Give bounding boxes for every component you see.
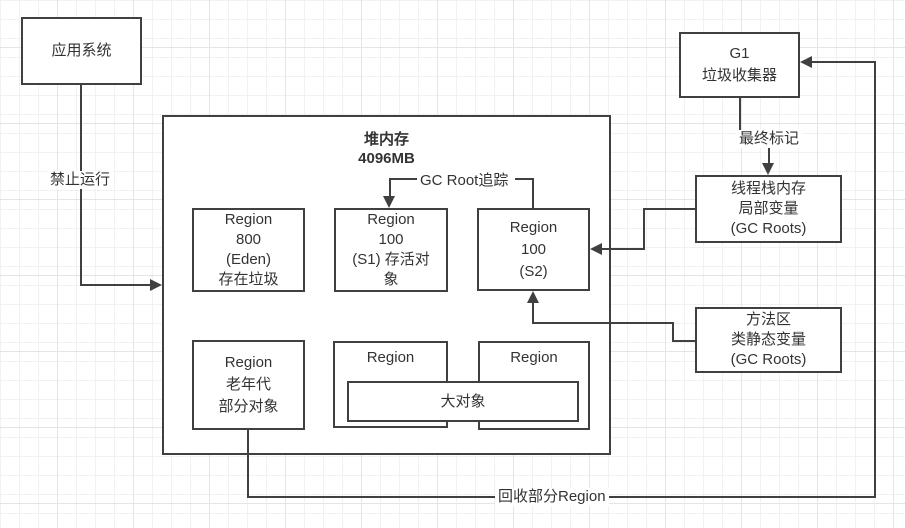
edge-gcroot-right-h xyxy=(515,178,534,180)
node-oldgen-line: 老年代 xyxy=(225,376,271,393)
edge-label-gc-root-trace: GC Root追踪 xyxy=(417,172,512,190)
node-s1-line: (S1) 存活对 xyxy=(352,251,430,268)
node-method-area-line: (GC Roots) xyxy=(730,351,807,368)
node-s2-line: (S2) xyxy=(519,262,548,280)
node-eden-line: 存在垃圾 xyxy=(218,271,279,288)
edge-recycle-v2 xyxy=(874,61,876,498)
node-thread-stack: 线程栈内存 局部变量 (GC Roots) xyxy=(695,175,842,243)
node-s1-line: Region xyxy=(367,211,415,228)
heap-title-capacity: 4096MB xyxy=(358,150,415,167)
edge-recycle-arrowhead xyxy=(800,56,812,68)
node-eden-line: Region xyxy=(224,211,273,228)
edge-label-recycle-region: 回收部分Region xyxy=(495,488,609,506)
edge-app-to-heap-h xyxy=(80,284,150,286)
node-region-s2: Region 100 (S2) xyxy=(477,208,590,291)
edge-gcroot-right-v xyxy=(532,178,534,210)
edge-methodarea-arrowhead xyxy=(527,291,539,303)
node-method-area-line: 方法区 xyxy=(745,311,791,328)
node-region-eden: Region 800 (Eden) 存在垃圾 xyxy=(192,208,305,292)
node-s2-line: 100 xyxy=(520,240,547,258)
node-g1-collector: G1 垃圾收集器 xyxy=(679,32,800,98)
heap-title-name: 堆内存 xyxy=(363,131,409,148)
node-method-area: 方法区 类静态变量 (GC Roots) xyxy=(695,307,842,373)
heap-title: 堆内存 4096MB xyxy=(162,130,611,168)
node-s1-line: 象 xyxy=(383,271,399,288)
node-thread-stack-line: 线程栈内存 xyxy=(730,180,806,197)
node-method-area-line: 类静态变量 xyxy=(730,331,806,348)
node-thread-stack-line: 局部变量 xyxy=(738,200,799,217)
node-region-s1: Region 100 (S1) 存活对 象 xyxy=(334,208,448,292)
edge-methodarea-v2 xyxy=(532,302,534,324)
node-app-system: 应用系统 xyxy=(21,17,142,85)
edge-threadstack-v xyxy=(643,208,645,250)
edge-finalmark-v1 xyxy=(739,97,741,140)
node-big-object: 大对象 xyxy=(347,381,579,422)
edge-methodarea-v1 xyxy=(672,324,674,342)
node-s2-line: Region xyxy=(509,218,558,236)
node-s1-line: 100 xyxy=(378,231,404,248)
edge-finalmark-v2 xyxy=(768,146,770,165)
edge-gcroot-left-h xyxy=(389,178,419,180)
node-g1-line: G1 xyxy=(729,45,750,62)
node-region-old-gen: Region 老年代 部分对象 xyxy=(192,340,305,430)
node-eden-line: (Eden) xyxy=(225,251,272,268)
node-region-bottom-right-label: Region xyxy=(510,349,558,366)
edge-threadstack-h2 xyxy=(601,248,645,250)
edge-app-to-heap-arrowhead xyxy=(150,279,162,291)
node-oldgen-line: 部分对象 xyxy=(218,398,279,415)
edge-gcroot-left-v xyxy=(389,178,391,197)
node-eden-line: 800 xyxy=(235,231,262,248)
node-thread-stack-line: (GC Roots) xyxy=(730,220,807,237)
edge-label-forbid-run: 禁止运行 xyxy=(47,171,114,189)
edge-finalmark-arrowhead xyxy=(762,163,774,175)
edge-methodarea-h2 xyxy=(532,322,674,324)
node-g1-line: 垃圾收集器 xyxy=(701,67,777,84)
edge-label-final-mark: 最终标记 xyxy=(736,130,803,148)
node-app-system-label: 应用系统 xyxy=(51,42,112,59)
edge-gcroot-arrowhead xyxy=(383,196,395,208)
node-oldgen-line: Region xyxy=(224,354,273,371)
edge-threadstack-h1 xyxy=(643,208,695,210)
edge-recycle-to-g1-h xyxy=(810,61,876,63)
node-big-object-label: 大对象 xyxy=(440,392,486,410)
edge-methodarea-h1 xyxy=(672,340,696,342)
edge-threadstack-arrowhead xyxy=(590,243,602,255)
edge-recycle-v1 xyxy=(247,430,249,497)
node-region-bottom-mid-label: Region xyxy=(366,349,415,366)
